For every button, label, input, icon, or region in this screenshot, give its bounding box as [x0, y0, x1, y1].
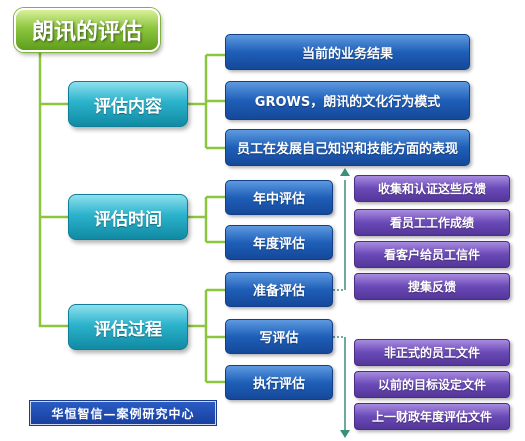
- prepare-detail-performance: 看员工工作成绩: [354, 209, 510, 236]
- spine-connector: [38, 52, 68, 328]
- content-item-grows: GROWS，朗讯的文化行为模式: [225, 81, 470, 120]
- footer-source-label: 华恒智信—案例研究中心: [30, 401, 216, 425]
- prepare-arrowhead-icon: [340, 168, 350, 176]
- category-process: 评估过程: [68, 304, 188, 350]
- process-item-write: 写评估: [225, 319, 333, 354]
- category-content: 评估内容: [68, 81, 188, 127]
- process-bracket: [188, 288, 225, 384]
- prepare-detail-collect: 收集和认证这些反馈: [354, 175, 510, 202]
- time-bracket: [188, 195, 225, 244]
- process-item-execute: 执行评估: [225, 365, 333, 400]
- content-item-development: 员工在发展自己知识和技能方面的表现: [225, 129, 470, 166]
- content-item-business-results: 当前的业务结果: [225, 34, 470, 70]
- prepare-detail-feedback: 搜集反馈: [354, 273, 510, 300]
- write-detail-previous: 上一财政年度评估文件: [354, 403, 510, 430]
- category-time: 评估时间: [68, 194, 188, 240]
- diagram-title: 朗讯的评估: [14, 8, 160, 52]
- write-detail-goals: 以前的目标设定文件: [354, 371, 510, 398]
- time-item-midyear: 年中评估: [225, 180, 333, 215]
- write-detail-informal: 非正式的员工文件: [354, 339, 510, 366]
- time-item-annual: 年度评估: [225, 225, 333, 260]
- prepare-detail-letters: 看客户给员工信件: [354, 241, 510, 268]
- process-item-prepare: 准备评估: [225, 272, 333, 307]
- write-arrowhead-icon: [340, 430, 350, 438]
- content-bracket: [188, 53, 225, 150]
